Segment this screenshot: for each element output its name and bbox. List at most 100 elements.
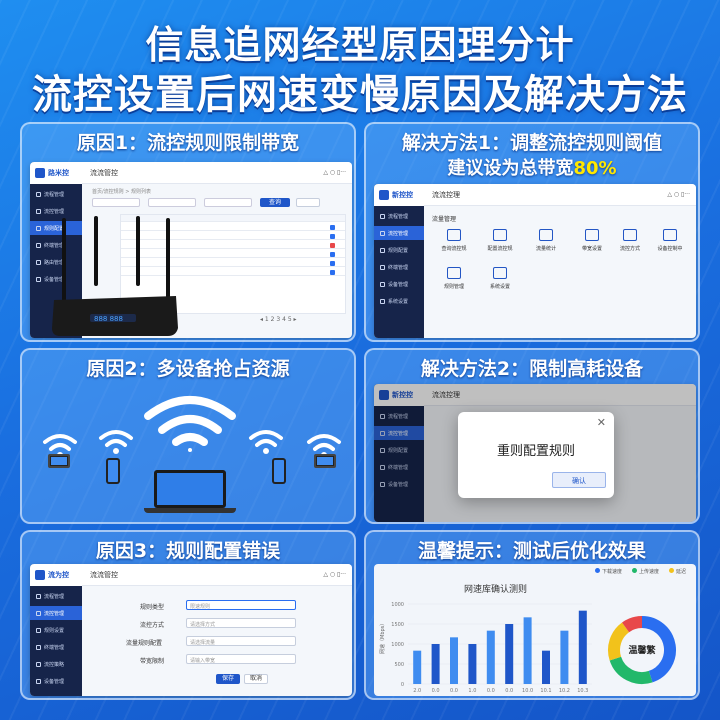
laptop-icon: [154, 470, 226, 508]
reset-button[interactable]: [296, 198, 320, 207]
sidebar-item[interactable]: 设备管理: [30, 674, 82, 688]
rules-table: [120, 214, 346, 314]
panel-title: 原因2：多设备抢占资源: [86, 358, 290, 380]
app-logo: 路米控: [30, 162, 82, 184]
sidebar-item-active[interactable]: 流控管理: [374, 226, 424, 240]
top-bar: 流流控理: [424, 384, 696, 406]
table-row[interactable]: [121, 251, 345, 258]
panel-title: 原因3：规则配置错误: [95, 540, 281, 562]
wifi-large-icon: [144, 396, 236, 452]
bell-icon[interactable]: △ ○ ▯···: [667, 191, 690, 198]
panel-cause2: 原因2：多设备抢占资源: [20, 348, 356, 524]
sidebar-item[interactable]: 设备管理: [374, 277, 424, 291]
sidebar-item[interactable]: 规则配置: [374, 243, 424, 257]
sidebar-item[interactable]: 设备管理: [374, 477, 424, 491]
x-tick-label: 0.0: [432, 688, 440, 694]
bar: [450, 637, 458, 684]
table-row[interactable]: [121, 269, 345, 276]
form-row: 规则类型限速规则: [140, 600, 296, 611]
config-dialog: ✕ 重则配置规则 确认: [458, 412, 614, 498]
pagination[interactable]: ◂ 1 2 3 4 5 ▸: [260, 316, 297, 323]
sidebar-item[interactable]: 规则设置: [30, 623, 82, 637]
chart-title: 网速库确认测则: [464, 585, 528, 595]
bar: [505, 624, 514, 684]
cancel-button[interactable]: 取消: [244, 674, 268, 684]
sidebar-item[interactable]: 终端管理: [374, 460, 424, 474]
phone-icon: [106, 458, 120, 484]
tile-mode[interactable]: 流控方式: [610, 226, 650, 260]
bar: [523, 617, 532, 684]
rule-type-select[interactable]: 限速规则: [186, 600, 296, 610]
sidebar-item[interactable]: 设备管理: [30, 272, 82, 286]
confirm-button[interactable]: 确认: [552, 472, 606, 488]
tile-stats[interactable]: 流量统计: [526, 226, 566, 260]
tile-device[interactable]: 设备控制中: [650, 226, 690, 260]
sidebar-item[interactable]: 终端管理: [30, 640, 82, 654]
sidebar-item[interactable]: 流程管理: [374, 209, 424, 223]
mode-select[interactable]: 请选择方式: [186, 618, 296, 628]
sidebar-item[interactable]: 系统设置: [374, 294, 424, 308]
tablet-icon: [48, 454, 70, 468]
app-logo: 新控控: [374, 384, 424, 406]
bar: [542, 650, 550, 684]
app-screenshot: 流为控 流程管理 流控管理 规则设置 终端管理 流控策略 设备管理 流流管控△ …: [30, 564, 352, 696]
table-header: [121, 215, 345, 222]
traffic-select[interactable]: 请选择流量: [186, 636, 296, 646]
bell-icon[interactable]: △ ○ ▯···: [323, 571, 346, 578]
svg-text:888 888: 888 888: [94, 315, 123, 323]
sidebar-item-active[interactable]: 规则配置: [30, 221, 82, 235]
bandwidth-input[interactable]: 请输入带宽: [186, 654, 296, 664]
sidebar-item[interactable]: 流程管理: [30, 589, 82, 603]
sidebar-item[interactable]: 规则配置: [374, 443, 424, 457]
close-icon[interactable]: ✕: [596, 416, 606, 429]
legend-entry: 延迟: [668, 568, 686, 575]
filter-select[interactable]: [92, 198, 140, 207]
y-axis-label: 网速（Mbps）: [380, 621, 386, 654]
sidebar-item[interactable]: 终端管理: [30, 238, 82, 252]
x-tick-label: 2.0: [413, 688, 421, 694]
bar: [578, 610, 587, 684]
sidebar-item[interactable]: 流程管理: [30, 187, 82, 201]
tile-config[interactable]: 配置流控规: [480, 226, 520, 260]
save-button[interactable]: 保存: [216, 674, 240, 684]
table-row[interactable]: [121, 260, 345, 267]
tile-rules[interactable]: 规则管理: [434, 264, 474, 298]
legend-entry: 上传速度: [631, 568, 659, 575]
sidebar-item[interactable]: 终端管理: [374, 260, 424, 274]
x-tick-label: 10.2: [559, 688, 570, 694]
sidebar-item-active[interactable]: 流控管理: [374, 426, 424, 440]
x-tick-label: 0.0: [505, 688, 513, 694]
sidebar-item[interactable]: 流控策略: [30, 657, 82, 671]
y-tick-label: 500: [394, 662, 404, 668]
app-logo: 流为控: [30, 564, 82, 586]
y-tick-label: 0: [401, 682, 404, 688]
x-tick-label: 10.3: [577, 688, 588, 694]
search-button[interactable]: 查询: [260, 198, 290, 207]
table-row[interactable]: [121, 224, 345, 231]
sidebar-item[interactable]: 流控管理: [30, 204, 82, 218]
donut-label: 温馨繁: [628, 644, 656, 656]
table-row[interactable]: [121, 242, 345, 249]
highlight-value: 80%: [573, 158, 617, 179]
sidebar-item[interactable]: 流程管理: [374, 409, 424, 423]
tile-bandwidth[interactable]: 带宽设置: [572, 226, 612, 260]
filter-select[interactable]: [204, 198, 252, 207]
table-row[interactable]: [121, 233, 345, 240]
tile-query[interactable]: 查询流控规: [434, 226, 474, 260]
y-tick-label: 1500: [391, 622, 404, 628]
panel-subtitle: 建议设为总带宽80%: [447, 158, 617, 179]
sidebar-item[interactable]: 路由管理: [30, 255, 82, 269]
x-tick-label: 10.0: [522, 688, 533, 694]
tile-settings[interactable]: 系统设置: [480, 264, 520, 298]
router-icon: 888 888: [52, 216, 178, 336]
panel-title: 温馨提示：测试后优化效果: [417, 540, 646, 562]
sidebar-item-active[interactable]: 流控管理: [30, 606, 82, 620]
x-tick-label: 0.0: [450, 688, 458, 694]
app-screenshot: 新控控 流程管理 流控管理 规则配置 终端管理 设备管理 系统设置 流流控理△ …: [374, 184, 696, 338]
form-row: 流控方式请选择方式: [140, 618, 296, 629]
panel-title: 解决方法2：限制高耗设备: [420, 358, 644, 380]
bell-icon[interactable]: △ ○ ▯···: [323, 169, 346, 176]
filter-select[interactable]: [148, 198, 196, 207]
